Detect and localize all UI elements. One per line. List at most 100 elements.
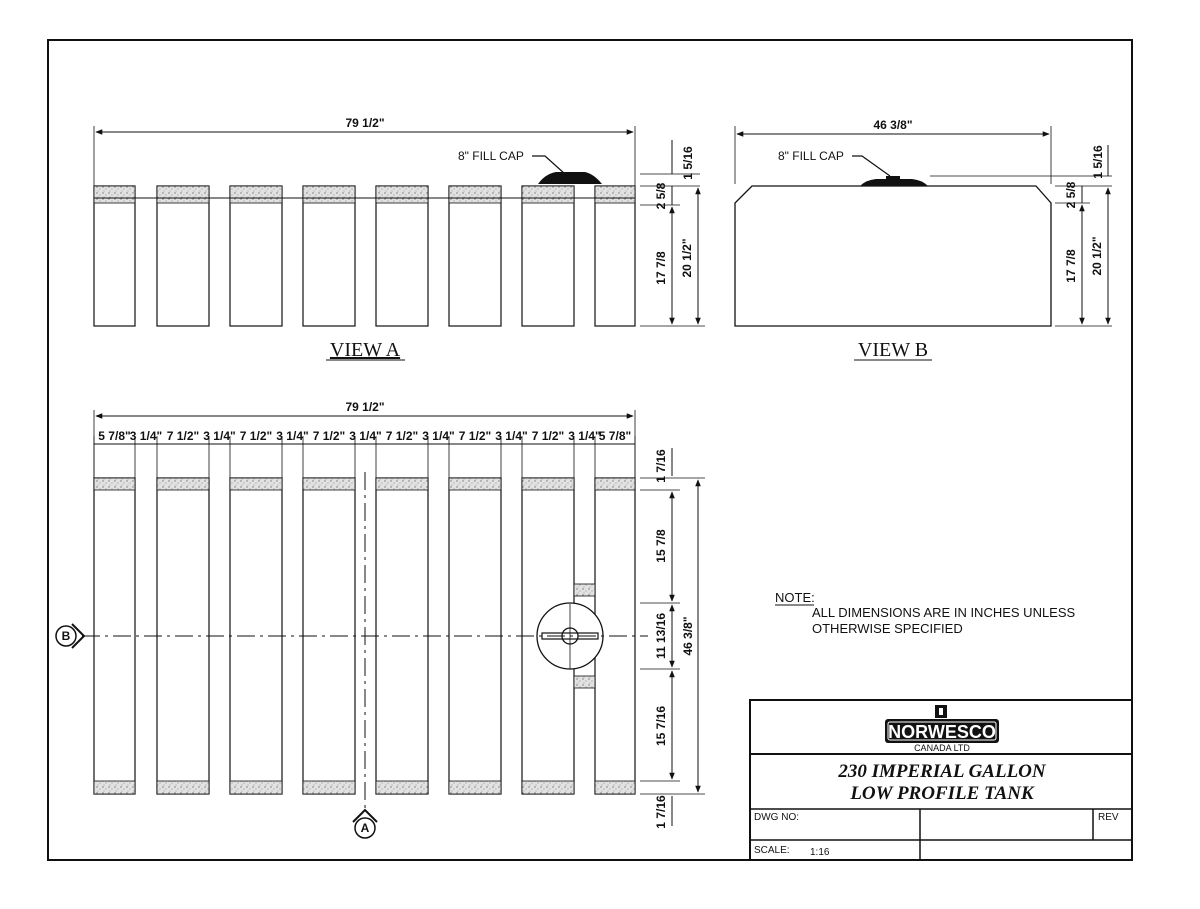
- plan-rib-band-top: [93, 477, 136, 491]
- view-a-rib: [302, 185, 356, 327]
- total-height-dim-b: 20 1/2": [1090, 236, 1104, 275]
- view-a-rib-band: [521, 185, 575, 204]
- title-line-2: LOW PROFILE TANK: [849, 783, 1035, 804]
- cap-height-dim-a: 1 5/16: [681, 146, 695, 180]
- view-b: 8" FILL CAP 46 3/8" 1 5/16 2 5/8 17 7/8 …: [734, 118, 1112, 361]
- plan-rib-band-bottom: [375, 780, 429, 795]
- title-line-1: 230 IMPERIAL GALLON: [837, 761, 1047, 782]
- dwg-no-label: DWG NO:: [754, 812, 799, 823]
- norwesco-logo: NORWESCO CANADA LTD: [885, 705, 999, 753]
- fill-cap-leader-b: [852, 155, 891, 177]
- segment-dim: 3 1/4": [276, 429, 308, 443]
- plan-top-margin-dim: 1 7/16: [654, 449, 668, 483]
- segment-dimension-row: 5 7/8"3 1/4"7 1/2"3 1/4"7 1/2"3 1/4"7 1/…: [93, 429, 636, 478]
- section-marker-a: A: [352, 808, 378, 839]
- view-a-rib: [594, 185, 636, 327]
- view-a-rib-band: [229, 185, 283, 204]
- company-name: NORWESCO: [888, 722, 996, 742]
- plan-rib-band-top: [594, 477, 636, 491]
- view-a: 8" FILL CAP 79 1/2" 1 5/16 2 5/8 17 7/8 …: [93, 116, 705, 361]
- view-a-rib-band: [156, 185, 210, 204]
- plan-rib-band-top: [156, 477, 210, 491]
- plan-view: 79 1/2" 5 7/8"3 1/4"7 1/2"3 1/4"7 1/2"3 …: [55, 400, 705, 839]
- segment-dim: 7 1/2": [386, 429, 418, 443]
- note-line-1: ALL DIMENSIONS ARE IN INCHES UNLESS: [812, 605, 1076, 620]
- view-a-rib: [448, 185, 502, 327]
- plan-rib-band-bottom: [302, 780, 356, 795]
- overall-length-dim-a: 79 1/2": [345, 116, 384, 130]
- fill-cap-shape-a: [538, 172, 602, 184]
- plan-rib-band-bottom: [229, 780, 283, 795]
- plan-bottom-margin-dim: 1 7/16: [654, 795, 668, 829]
- plan-rib-band-top: [375, 477, 429, 491]
- segment-dim: 5 7/8": [599, 429, 631, 443]
- plan-rib-band-top: [229, 477, 283, 491]
- segment-dim: 3 1/4": [203, 429, 235, 443]
- plan-rib-band-top: [448, 477, 502, 491]
- plan-lower-section-dim: 15 7/16: [654, 706, 668, 746]
- segment-dim: 7 1/2": [459, 429, 491, 443]
- total-height-dim-a: 20 1/2": [680, 238, 694, 277]
- body-height-dim-b: 17 7/8: [1064, 249, 1078, 283]
- plan-rib-band-bottom: [156, 780, 210, 795]
- scale-value: 1:16: [810, 847, 830, 858]
- cap-height-dim-b: 1 5/16: [1091, 145, 1105, 179]
- sheet-border: [47, 39, 1133, 861]
- rib-height-dim-b: 2 5/8: [1064, 181, 1078, 208]
- cap-slot-band-lower: [573, 675, 596, 689]
- overall-length-dim-plan: 79 1/2": [345, 400, 384, 414]
- note-block: NOTE: ALL DIMENSIONS ARE IN INCHES UNLES…: [775, 590, 1076, 636]
- view-b-outline: [734, 185, 1052, 327]
- segment-dim: 3 1/4": [130, 429, 162, 443]
- title-block: NORWESCO CANADA LTD 230 IMPERIAL GALLON …: [749, 699, 1133, 861]
- segment-dim: 7 1/2": [240, 429, 272, 443]
- plan-rib-band-bottom: [521, 780, 575, 795]
- view-a-rib: [375, 185, 429, 327]
- company-sub: CANADA LTD: [914, 743, 970, 753]
- svg-text:A: A: [361, 821, 370, 835]
- segment-dim: 3 1/4": [495, 429, 527, 443]
- segment-dim: 7 1/2": [532, 429, 564, 443]
- view-b-label: VIEW B: [858, 339, 928, 361]
- fill-cap-label-b: 8" FILL CAP: [778, 149, 844, 163]
- plan-rib-band-top: [302, 477, 356, 491]
- segment-dim: 7 1/2": [313, 429, 345, 443]
- rib-height-dim-a: 2 5/8: [654, 182, 668, 209]
- view-a-rib: [93, 185, 136, 327]
- view-a-rib: [156, 185, 210, 327]
- plan-rib-band-bottom: [594, 780, 636, 795]
- cap-slot-band-upper: [573, 583, 596, 597]
- segment-dim: 3 1/4": [422, 429, 454, 443]
- view-a-ribs: [93, 185, 636, 327]
- view-a-rib-band: [93, 185, 136, 204]
- view-a-rib-band: [448, 185, 502, 204]
- segment-dim: 3 1/4": [568, 429, 600, 443]
- view-a-rib: [229, 185, 283, 327]
- fill-cap-label-a: 8" FILL CAP: [458, 149, 524, 163]
- segment-dim: 5 7/8": [98, 429, 130, 443]
- view-a-rib: [521, 185, 575, 327]
- plan-upper-section-dim: 15 7/8: [654, 529, 668, 563]
- note-line-2: OTHERWISE SPECIFIED: [812, 621, 963, 636]
- plan-cap-section-dim: 11 13/16: [654, 613, 668, 659]
- svg-text:B: B: [62, 629, 71, 643]
- section-marker-b: B: [55, 623, 86, 649]
- segment-dim: 3 1/4": [349, 429, 381, 443]
- fill-cap-shape-b: [860, 176, 928, 186]
- rev-label: REV: [1098, 812, 1119, 823]
- view-a-rib-band: [302, 185, 356, 204]
- view-a-rib-band: [375, 185, 429, 204]
- plan-rib-band-top: [521, 477, 575, 491]
- scale-label: SCALE:: [754, 845, 790, 856]
- plan-rib-band-bottom: [448, 780, 502, 795]
- plan-rib-band-bottom: [93, 780, 136, 795]
- overall-width-dim-b: 46 3/8": [873, 118, 912, 132]
- view-a-label: VIEW A: [330, 339, 401, 361]
- body-height-dim-a: 17 7/8: [654, 251, 668, 285]
- view-a-rib-band: [594, 185, 636, 204]
- note-heading: NOTE:: [775, 590, 815, 605]
- segment-dim: 7 1/2": [167, 429, 199, 443]
- fill-cap-leader-a: [532, 155, 566, 175]
- overall-width-dim-plan: 46 3/8": [681, 616, 695, 655]
